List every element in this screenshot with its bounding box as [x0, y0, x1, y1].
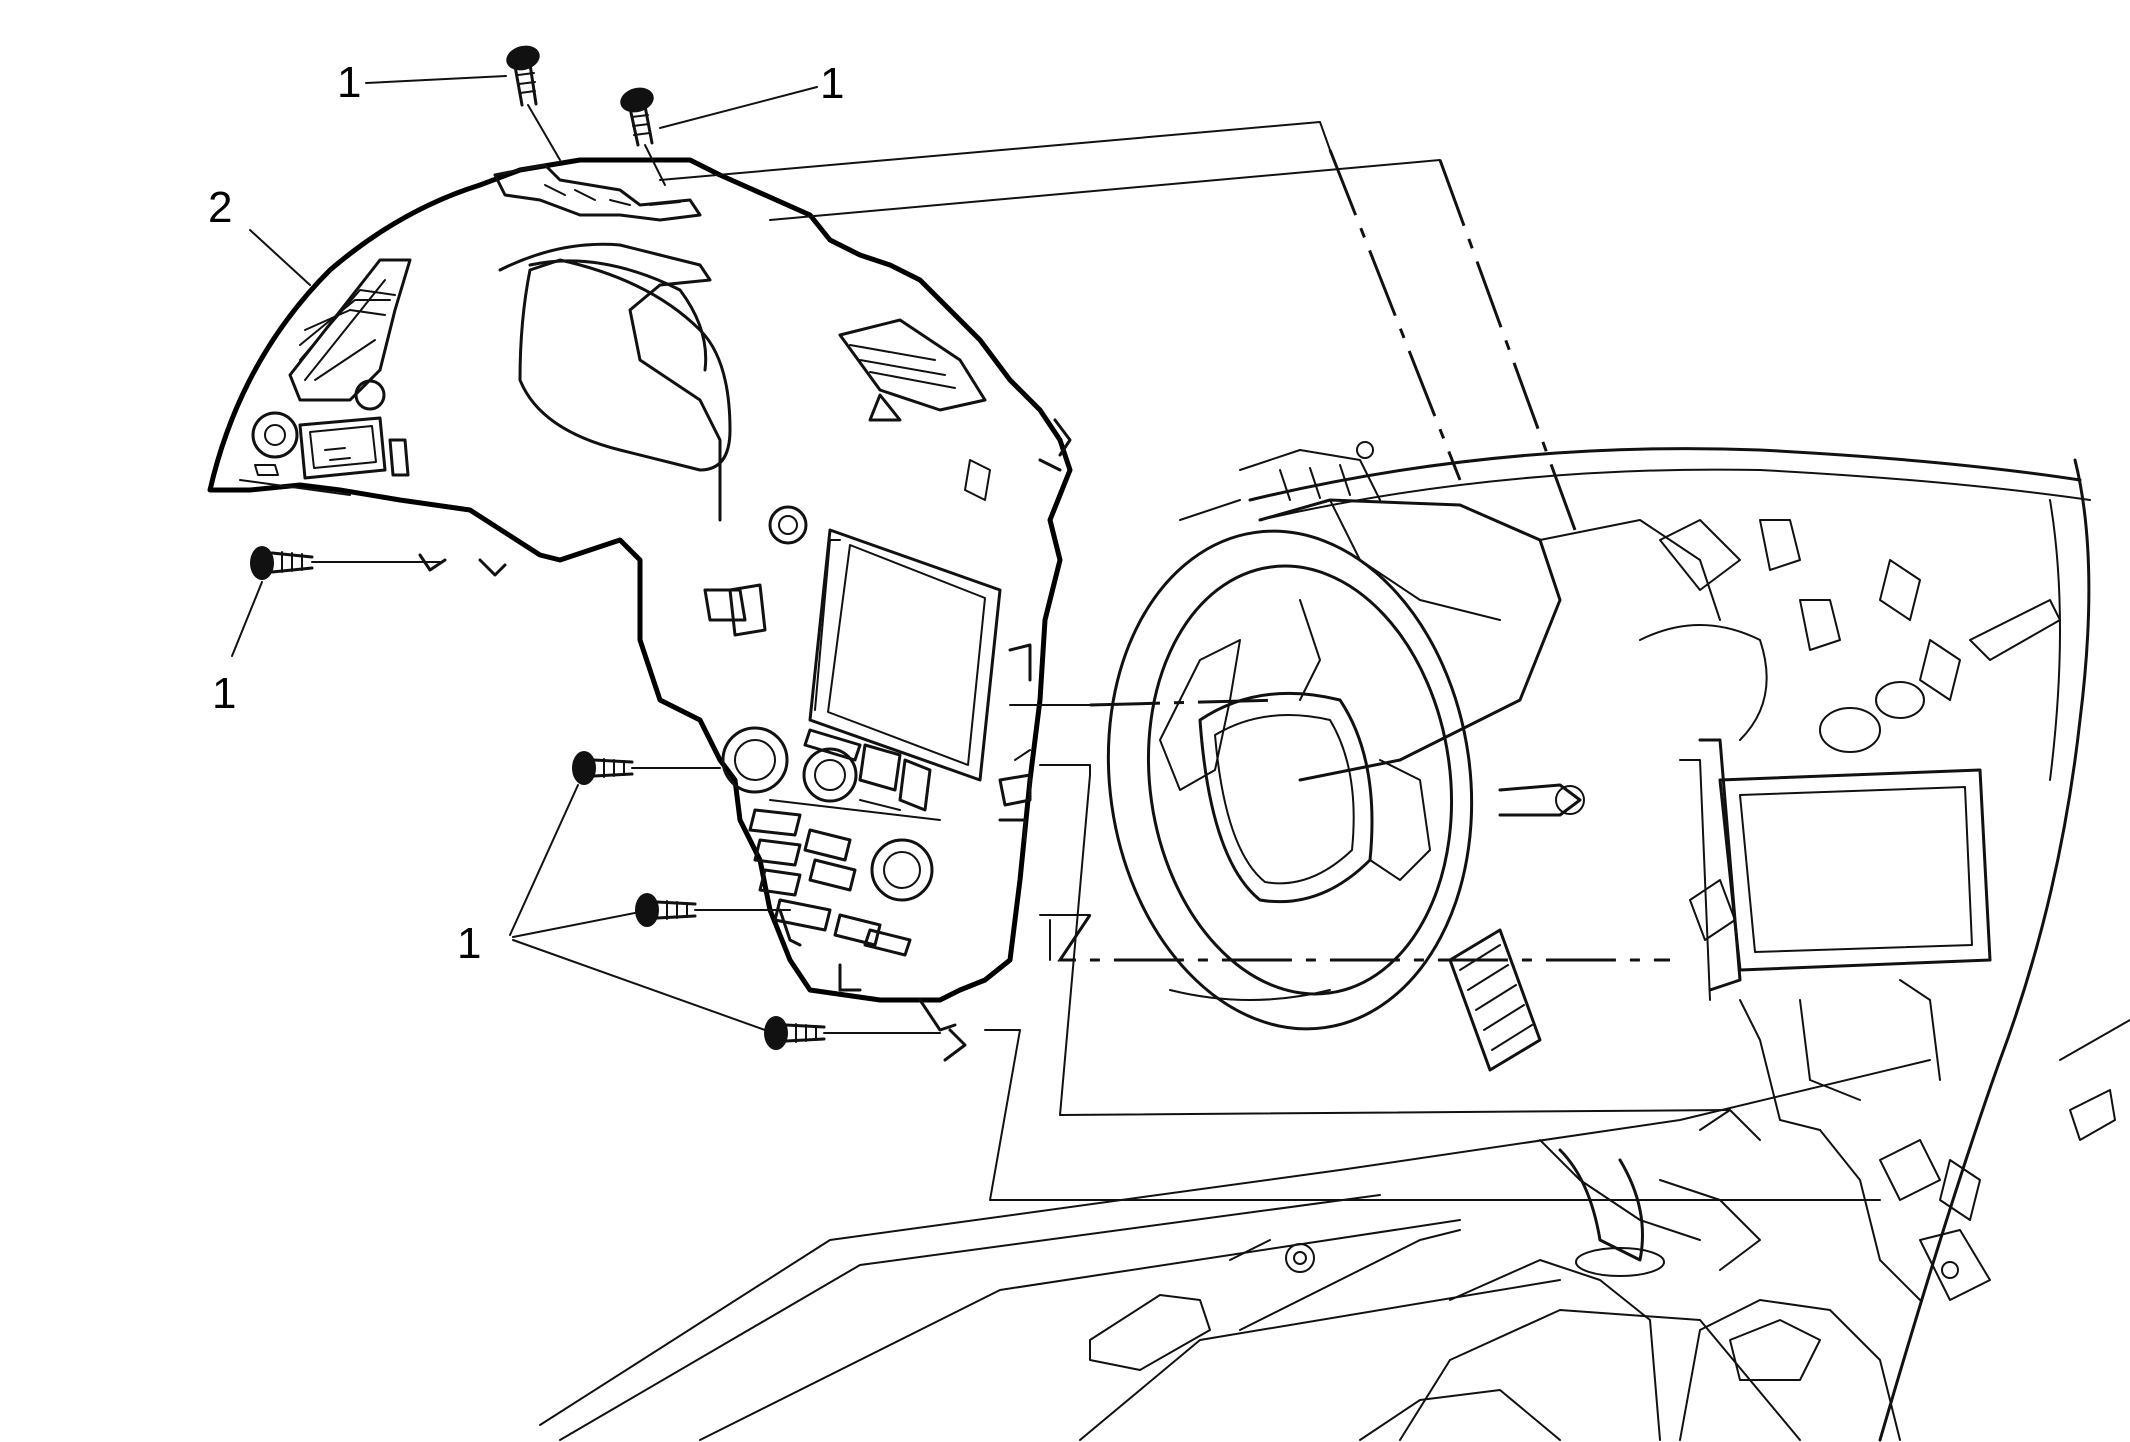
- bolt-left: [250, 546, 441, 580]
- vehicle-dashboard-assembly: [539, 441, 2130, 1442]
- bolt-top-right: [620, 87, 666, 186]
- callout-fastener-top-left: 1: [337, 58, 361, 107]
- alignment-leader-lines: [659, 121, 1881, 1201]
- callout-fastener-left: 1: [212, 669, 236, 718]
- bolt-lower-3: [764, 1016, 941, 1050]
- callout-fastener-top-right: 1: [820, 59, 844, 108]
- bolt-lower-1: [572, 751, 721, 785]
- bolt-top-left: [506, 45, 561, 161]
- instrument-panel-trim-plate: [207, 157, 1073, 1062]
- bolt-lower-2: [635, 893, 791, 927]
- callout-leaders: [231, 75, 818, 1031]
- callout-fastener-group: 1: [457, 919, 481, 968]
- callout-trim-plate: 2: [208, 183, 232, 232]
- fastener-bolts: [250, 45, 941, 1050]
